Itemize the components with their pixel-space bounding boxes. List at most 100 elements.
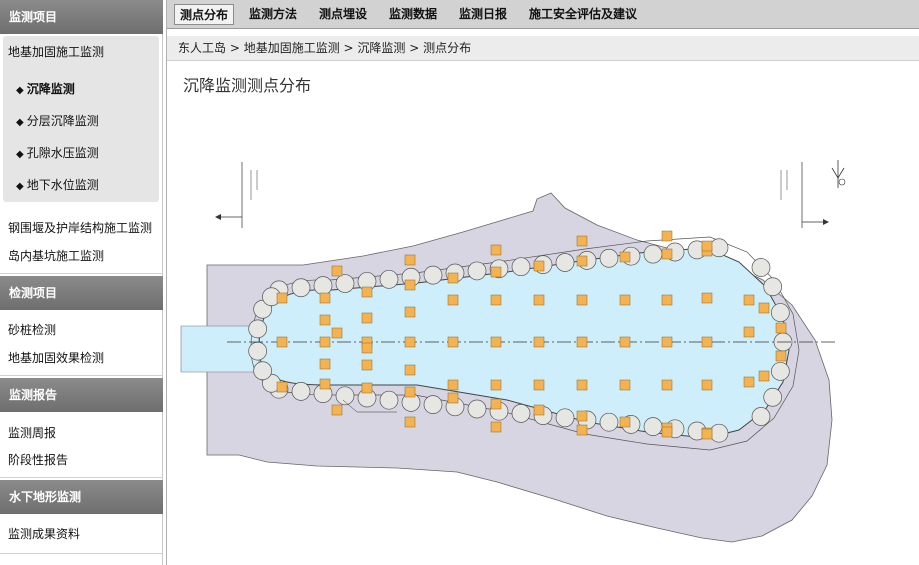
settlement-point-marker[interactable] <box>331 327 343 339</box>
settlement-point-marker[interactable] <box>404 306 416 318</box>
sidebar-subitem-pore-pressure[interactable]: ◆孔隙水压监测 <box>16 144 99 161</box>
sidebar-item-pit-monitoring[interactable]: 岛内基坑施工监测 <box>8 249 105 263</box>
settlement-point-marker[interactable] <box>661 336 673 348</box>
settlement-point-marker[interactable] <box>404 416 416 428</box>
section-header-monitoring[interactable]: 监测项目 <box>0 0 163 34</box>
tab-point-distribution[interactable]: 测点分布 <box>174 4 235 25</box>
tab-monitoring-method[interactable]: 监测方法 <box>249 7 298 21</box>
settlement-point-marker[interactable] <box>743 294 755 306</box>
settlement-point-marker[interactable] <box>319 358 331 370</box>
settlement-point-marker[interactable] <box>447 294 459 306</box>
settlement-point-marker[interactable] <box>319 336 331 348</box>
settlement-point-marker[interactable] <box>619 379 631 391</box>
sidebar-item-sand-pile[interactable]: 砂桩检测 <box>8 323 57 337</box>
settlement-point-marker[interactable] <box>661 248 673 260</box>
settlement-point-marker[interactable] <box>533 336 545 348</box>
settlement-point-markers <box>276 230 787 440</box>
settlement-point-marker[interactable] <box>361 382 373 394</box>
rubble-circle <box>599 248 619 268</box>
settlement-point-marker[interactable] <box>701 428 713 440</box>
sidebar-item-stage-report[interactable]: 阶段性报告 <box>8 453 69 467</box>
settlement-point-marker[interactable] <box>404 364 416 376</box>
settlement-point-marker[interactable] <box>276 336 288 348</box>
settlement-point-marker[interactable] <box>361 342 373 354</box>
section-header-underwater[interactable]: 水下地形监测 <box>0 480 163 514</box>
sidebar-subitem-settlement[interactable]: ◆沉降监测 <box>16 80 75 97</box>
tab-point-installation[interactable]: 测点埋设 <box>319 7 368 21</box>
settlement-point-marker[interactable] <box>404 336 416 348</box>
settlement-point-marker[interactable] <box>576 255 588 267</box>
settlement-point-marker[interactable] <box>361 359 373 371</box>
settlement-point-marker[interactable] <box>701 240 713 252</box>
settlement-point-marker[interactable] <box>758 302 770 314</box>
settlement-point-marker[interactable] <box>490 244 502 256</box>
settlement-point-marker[interactable] <box>361 286 373 298</box>
settlement-point-marker[interactable] <box>490 336 502 348</box>
settlement-point-marker[interactable] <box>661 294 673 306</box>
breadcrumb-item[interactable]: 地基加固施工监测 <box>243 41 340 55</box>
settlement-point-marker[interactable] <box>447 336 459 348</box>
settlement-point-marker[interactable] <box>447 392 459 404</box>
settlement-point-marker[interactable] <box>490 398 502 410</box>
settlement-point-marker[interactable] <box>447 272 459 284</box>
breadcrumb-item[interactable]: 沉降监测 <box>357 41 406 55</box>
settlement-point-marker[interactable] <box>619 416 631 428</box>
settlement-point-marker[interactable] <box>701 379 713 391</box>
section-header-reports[interactable]: 监测报告 <box>0 378 163 412</box>
sidebar-subitem-layered-settlement[interactable]: ◆分层沉降监测 <box>16 112 99 129</box>
sidebar-item-reinforcement-effect[interactable]: 地基加固效果检测 <box>8 351 105 365</box>
section-header-inspection[interactable]: 检测项目 <box>0 276 163 310</box>
settlement-point-marker[interactable] <box>404 386 416 398</box>
sidebar-item-survey-results[interactable]: 监测成果资料 <box>8 527 81 541</box>
settlement-point-marker[interactable] <box>775 322 787 334</box>
settlement-point-marker[interactable] <box>775 350 787 362</box>
settlement-point-marker[interactable] <box>576 424 588 436</box>
settlement-point-marker[interactable] <box>576 379 588 391</box>
rubble-circle <box>379 269 399 289</box>
settlement-point-marker[interactable] <box>331 265 343 277</box>
settlement-point-marker[interactable] <box>576 235 588 247</box>
settlement-point-marker[interactable] <box>319 292 331 304</box>
settlement-point-marker[interactable] <box>404 254 416 266</box>
settlement-point-marker[interactable] <box>743 326 755 338</box>
settlement-point-marker[interactable] <box>576 336 588 348</box>
settlement-point-marker[interactable] <box>319 314 331 326</box>
sidebar-subitem-groundwater[interactable]: ◆地下水位监测 <box>16 176 99 193</box>
settlement-point-marker[interactable] <box>576 410 588 422</box>
settlement-point-marker[interactable] <box>661 379 673 391</box>
breadcrumb-item[interactable]: 东人工岛 <box>178 41 227 55</box>
sidebar-item-foundation-monitoring[interactable]: 地基加固施工监测 <box>8 45 105 59</box>
settlement-point-marker[interactable] <box>758 370 770 382</box>
settlement-point-marker[interactable] <box>661 230 673 242</box>
settlement-point-marker[interactable] <box>276 292 288 304</box>
sidebar-item-weekly-report[interactable]: 监测周报 <box>8 426 57 440</box>
settlement-point-marker[interactable] <box>619 251 631 263</box>
settlement-point-marker[interactable] <box>701 336 713 348</box>
settlement-point-marker[interactable] <box>490 379 502 391</box>
settlement-point-marker[interactable] <box>533 404 545 416</box>
sidebar-item-cofferdam-monitoring[interactable]: 钢围堰及护岸结构施工监测 <box>8 221 153 235</box>
settlement-point-marker[interactable] <box>276 381 288 393</box>
tab-daily-report[interactable]: 监测日报 <box>459 7 508 21</box>
settlement-point-marker[interactable] <box>661 426 673 438</box>
breadcrumb: 东人工岛 > 地基加固施工监测 > 沉降监测 > 测点分布 <box>167 36 919 61</box>
settlement-point-marker[interactable] <box>361 312 373 324</box>
settlement-point-marker[interactable] <box>533 260 545 272</box>
settlement-point-marker[interactable] <box>490 421 502 433</box>
settlement-point-marker[interactable] <box>619 336 631 348</box>
settlement-point-marker[interactable] <box>576 294 588 306</box>
rubble-circle <box>751 258 771 277</box>
settlement-point-marker[interactable] <box>404 279 416 291</box>
settlement-point-marker[interactable] <box>447 379 459 391</box>
settlement-point-marker[interactable] <box>331 404 343 416</box>
tab-monitoring-data[interactable]: 监测数据 <box>389 7 438 21</box>
settlement-point-marker[interactable] <box>701 292 713 304</box>
tab-safety-assessment[interactable]: 施工安全评估及建议 <box>529 7 638 21</box>
settlement-point-marker[interactable] <box>533 294 545 306</box>
settlement-point-marker[interactable] <box>490 294 502 306</box>
settlement-point-marker[interactable] <box>619 294 631 306</box>
settlement-point-marker[interactable] <box>490 266 502 278</box>
settlement-point-marker[interactable] <box>533 379 545 391</box>
settlement-point-marker[interactable] <box>743 376 755 388</box>
settlement-point-marker[interactable] <box>319 378 331 390</box>
